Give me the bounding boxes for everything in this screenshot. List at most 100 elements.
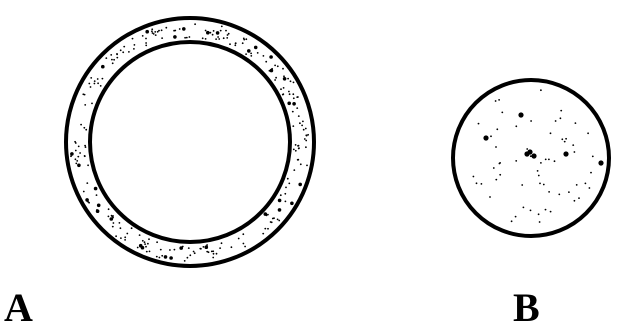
speckle-dot	[142, 240, 144, 242]
speckle-dot	[243, 243, 245, 245]
speckle-dot	[87, 164, 89, 166]
speckle-dot	[278, 208, 282, 212]
speckle-dot	[219, 247, 221, 249]
speckle-dot	[97, 204, 101, 208]
speckle-dot	[540, 89, 542, 91]
speckle-dot	[287, 78, 289, 80]
speckle-dot	[515, 160, 517, 162]
speckle-dot	[78, 146, 80, 148]
speckle-dot	[530, 210, 532, 212]
speckle-dot	[139, 244, 143, 248]
speckle-dot	[231, 246, 233, 248]
speckle-dot	[205, 245, 209, 249]
speckle-dot	[560, 110, 562, 112]
speckle-dot	[287, 102, 291, 106]
speckle-dot	[296, 107, 298, 109]
speckle-dot	[242, 42, 244, 44]
speckle-dot	[91, 103, 93, 105]
speckle-dot	[267, 228, 269, 230]
speckle-dot	[283, 87, 285, 89]
speckle-dot	[77, 156, 79, 158]
speckle-dot	[132, 38, 134, 40]
speckle-dot	[242, 233, 244, 235]
label-a: A	[4, 288, 33, 328]
speckle-dot	[589, 187, 591, 189]
speckle-dot	[558, 194, 560, 196]
speckle-dot	[521, 184, 523, 186]
speckle-dot	[292, 111, 294, 113]
speckle-dot	[145, 45, 147, 47]
speckle-dot	[119, 222, 121, 224]
speckle-dot	[269, 70, 271, 72]
speckle-dot	[94, 80, 96, 82]
speckle-dot	[145, 38, 147, 40]
speckle-dot	[149, 251, 151, 253]
speckle-dot	[278, 220, 280, 222]
speckle-dot	[145, 42, 147, 44]
speckle-dot	[120, 227, 122, 229]
speckle-dot	[101, 65, 105, 69]
speckle-dot	[202, 37, 204, 39]
speckle-dot	[220, 30, 222, 32]
speckle-dot	[293, 169, 295, 171]
speckle-dot	[158, 30, 160, 32]
speckle-dot	[265, 61, 267, 63]
speckle-dot	[115, 235, 117, 237]
speckle-dot	[179, 28, 181, 30]
speckle-dot	[587, 132, 589, 134]
speckle-dot	[189, 36, 191, 38]
speckle-dot	[274, 79, 276, 81]
speckle-dot	[159, 257, 161, 259]
speckle-dot-large	[563, 151, 568, 156]
speckle-dot	[292, 93, 294, 95]
speckle-dot	[561, 138, 563, 140]
speckle-dot	[124, 236, 126, 238]
speckle-dot	[122, 51, 124, 53]
speckle-dot	[263, 55, 265, 57]
speckle-dot	[545, 209, 547, 211]
speckle-dot	[84, 94, 86, 96]
speckle-dot	[473, 176, 475, 178]
speckle-dot	[568, 191, 570, 193]
speckle-dot	[184, 37, 186, 39]
speckle-dot	[223, 37, 225, 39]
speckle-dot	[151, 30, 153, 32]
speckle-dot	[574, 200, 576, 202]
speckle-dot	[264, 212, 268, 216]
speckle-dot	[212, 34, 214, 36]
speckle-dot	[212, 257, 214, 259]
speckle-dot	[164, 255, 168, 259]
speckle-dot	[144, 243, 146, 245]
speckle-dot	[169, 249, 171, 251]
speckle-dot	[575, 122, 577, 124]
speckle-dot	[264, 228, 266, 230]
speckle-dot	[225, 30, 227, 32]
speckle-dot	[113, 59, 115, 61]
speckle-dot	[206, 244, 208, 246]
speckle-dot	[134, 44, 136, 46]
speckle-dot	[156, 256, 158, 258]
speckle-dot	[145, 30, 149, 34]
speckle-dot	[111, 215, 113, 217]
speckle-dot	[592, 156, 594, 158]
speckle-dot	[161, 255, 163, 257]
speckle-dot-large	[527, 149, 532, 154]
speckle-dot	[289, 93, 291, 95]
speckle-dot	[188, 247, 190, 249]
speckle-dot	[131, 227, 133, 229]
speckle-dot	[199, 248, 201, 250]
speckle-dot	[305, 146, 307, 148]
speckle-dot	[151, 28, 153, 30]
speckle-dot	[243, 38, 245, 40]
speckle-dot	[83, 191, 85, 193]
speckle-dot	[262, 233, 264, 235]
speckle-dot	[244, 246, 246, 248]
speckle-dot	[498, 99, 500, 101]
speckle-dot	[278, 199, 282, 203]
speckle-dot	[77, 164, 81, 168]
speckle-dot	[283, 75, 285, 77]
speckle-dot	[213, 253, 215, 255]
speckle-dot	[245, 53, 247, 55]
speckle-dot	[297, 159, 299, 161]
speckle-dot	[538, 175, 540, 177]
